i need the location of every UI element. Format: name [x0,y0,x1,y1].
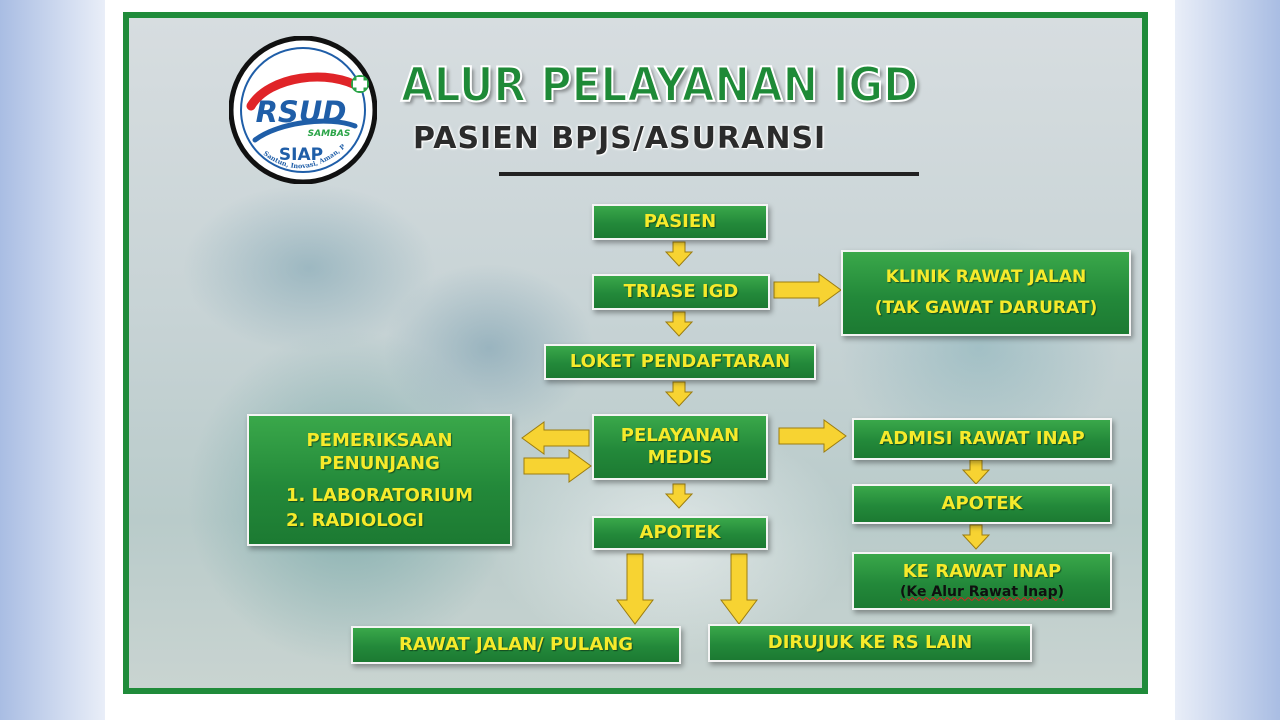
arrow-apotek-rawatjalan [616,553,654,625]
box-triase-igd: TRIASE IGD [592,274,770,310]
svg-text:SAMBAS: SAMBAS [308,129,351,139]
arrow-loket-pelayanan [665,381,693,407]
arrow-triase-klinik [773,273,842,307]
box-dirujuk-rs-lain: DIRUJUK KE RS LAIN [708,624,1032,662]
box-penunjang-line1: PEMERIKSAAN [306,430,453,451]
svg-text:RSUD: RSUD [256,95,347,129]
arrow-triase-loket [665,311,693,337]
box-pemeriksaan-penunjang: PEMERIKSAAN PENUNJANG 1. LABORATORIUM 2.… [247,414,512,546]
box-pelayanan-line1: PELAYANAN [620,424,740,446]
flow-arrows [521,241,990,625]
box-dirujuk-label: DIRUJUK KE RS LAIN [767,631,973,653]
box-pasien: PASIEN [592,204,768,240]
arrow-admisi-apotek [962,459,990,485]
arrow-pelayanan-apotek [665,483,693,509]
box-rawat-jalan-pulang: RAWAT JALAN/ PULANG [351,626,681,664]
penunjang-list: 1. LABORATORIUM 2. RADIOLOGI [286,483,473,533]
box-klinik-line1: KLINIK RAWAT JALAN [885,266,1087,287]
box-apotek-right-label: APOTEK [941,492,1023,514]
penunjang-item: 1. LABORATORIUM [285,485,474,506]
rsud-sambas-logo: RSUD SAMBAS SIAP Santun, Inovasi, Aman, … [229,36,377,184]
title-underline [499,172,919,176]
box-pelayanan-line2: MEDIS [647,447,713,468]
box-admisi-rawat-inap: ADMISI RAWAT INAP [852,418,1112,460]
arrow-pelayanan-penunjang [521,421,590,455]
box-ke-alur-rawat-inap: (Ke Alur Rawat Inap) [900,583,1064,600]
box-pelayanan-medis: PELAYANAN MEDIS [592,414,768,480]
diagram-title: ALUR PELAYANAN IGD [400,57,919,114]
arrow-penunjang-pelayanan [523,449,592,483]
box-klinik-rawat-jalan: KLINIK RAWAT JALAN (TAK GAWAT DARURAT) [841,250,1131,336]
box-penunjang-line2: PENUNJANG [319,452,440,474]
svg-text:SIAP: SIAP [279,145,323,165]
arrow-pasien-triase [665,241,693,267]
box-triase-label: TRIASE IGD [623,280,739,302]
box-apotek: APOTEK [592,516,768,550]
box-loket-label: LOKET PENDAFTARAN [569,350,791,372]
box-klinik-line2: (TAK GAWAT DARURAT) [874,298,1098,318]
box-ke-rawat-inap: KE RAWAT INAP (Ke Alur Rawat Inap) [852,552,1112,610]
arrow-apotek-dirujuk [720,553,758,625]
box-ke-rawat-inap-label: KE RAWAT INAP [902,561,1062,582]
box-apotek-rawat-inap: APOTEK [852,484,1112,524]
arrow-apotek-rawatinap [962,524,990,550]
arrow-pelayanan-admisi [778,419,847,453]
box-apotek-label: APOTEK [639,521,721,543]
box-loket-pendaftaran: LOKET PENDAFTARAN [544,344,816,380]
box-pasien-label: PASIEN [643,210,717,232]
poster: RSUD SAMBAS SIAP Santun, Inovasi, Aman, … [123,12,1148,694]
penunjang-item: 2. RADIOLOGI [285,510,424,532]
box-rawat-jalan-label: RAWAT JALAN/ PULANG [398,633,634,655]
box-admisi-label: ADMISI RAWAT INAP [879,427,1085,449]
diagram-subtitle: PASIEN BPJS/ASURANSI [413,121,827,156]
